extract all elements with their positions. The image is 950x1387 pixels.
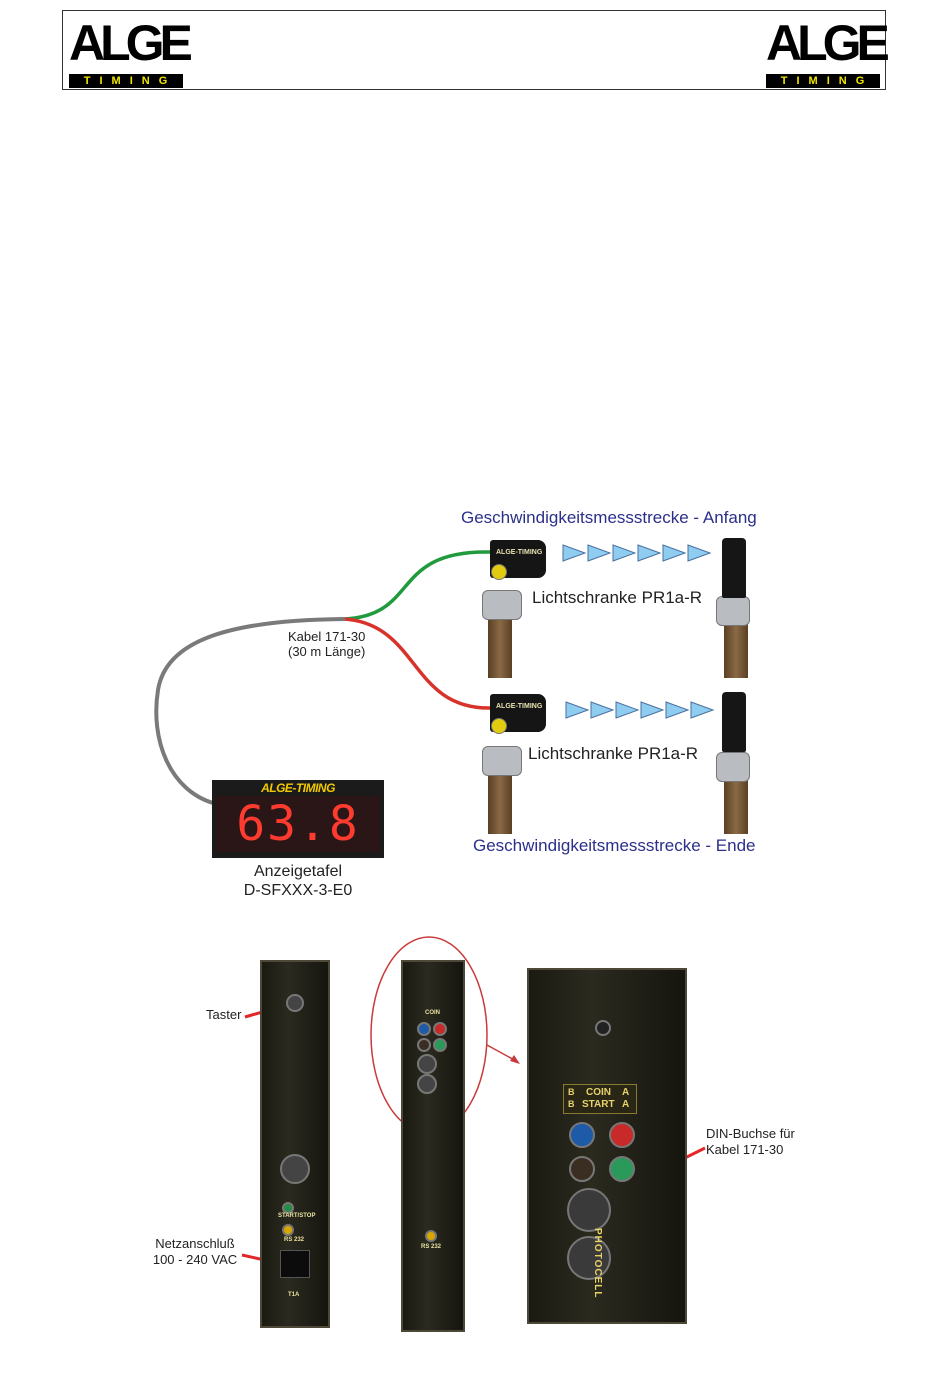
screw <box>595 1020 611 1036</box>
reflector-top <box>712 538 762 678</box>
display-brand: ALGE-TIMING <box>261 781 335 795</box>
channel-a1: A <box>622 1087 630 1098</box>
taster-label: Taster <box>206 1007 242 1022</box>
socket-red <box>433 1022 447 1036</box>
cable-red <box>344 617 493 710</box>
sensor-knob <box>491 564 507 580</box>
din-label-line2: Kabel 171-30 <box>706 1142 784 1157</box>
coin-small: COIN <box>425 1010 440 1016</box>
cable-label-line2: (30 m Länge) <box>288 644 366 659</box>
socket-blue <box>417 1022 431 1036</box>
socket-brown <box>569 1156 595 1182</box>
display-board: ALGE-TIMING 63.8 <box>212 780 384 858</box>
logo-word: ALGE <box>766 15 890 71</box>
rs232-label-middle: RS 232 <box>421 1244 442 1250</box>
power-inlet <box>280 1250 310 1278</box>
clamp <box>482 746 522 776</box>
clamp <box>482 590 522 620</box>
logo-subtitle: TIMING <box>766 74 880 88</box>
coin-start-plate: B COIN A B START A <box>563 1084 637 1114</box>
display-side-panel: COIN RS 232 <box>401 960 465 1332</box>
coin-label: COIN <box>586 1087 611 1098</box>
start-stop-label: START/STOP <box>278 1213 316 1219</box>
logo-subtitle: TIMING <box>69 74 183 88</box>
power-label-line1: Netzanschluß <box>155 1236 235 1251</box>
measure-end-title: Geschwindigkeitsmessstrecke - Ende <box>473 836 756 855</box>
logo-word: ALGE <box>69 15 193 71</box>
start-stop-socket <box>282 1202 294 1214</box>
din-socket-lower <box>567 1236 611 1280</box>
coin-start-small: COIN <box>425 1010 440 1016</box>
cable-gray <box>154 617 346 805</box>
photocell-sender-bottom: ALGE-TIMING <box>478 692 558 834</box>
alge-logo-right: ALGE TIMING <box>766 15 890 88</box>
socket-red <box>609 1122 635 1148</box>
sensor-knob <box>491 718 507 734</box>
display-name-line1: Anzeigetafel <box>253 863 343 880</box>
reflector <box>722 538 746 598</box>
din-socket-2 <box>417 1074 437 1094</box>
clamp <box>716 596 750 626</box>
photocell-label-top: Lichtschranke PR1a-R <box>532 588 703 607</box>
reflector-bottom <box>712 692 762 834</box>
channel-b2: B <box>568 1099 575 1109</box>
cable-label: Kabel 171-30 (30 m Länge) <box>288 629 365 659</box>
beam-top <box>562 544 712 562</box>
photocell-sender-top: ALGE-TIMING <box>478 538 558 678</box>
clamp <box>716 752 750 782</box>
reflector <box>722 692 746 752</box>
power-label: Netzanschluß 100 - 240 VAC <box>150 1236 240 1268</box>
connector-zoom-panel: B COIN A B START A PHOTOCELL <box>527 968 687 1324</box>
beam-bottom <box>565 701 715 719</box>
display-name-line2: D-SFXXX-3-E0 <box>243 882 353 899</box>
power-label-line2: 100 - 240 VAC <box>152 1252 238 1267</box>
fuse-label: T1A <box>288 1292 300 1298</box>
alge-logo-left: ALGE TIMING <box>69 15 193 88</box>
rs232-socket <box>425 1230 437 1242</box>
socket-green <box>433 1038 447 1052</box>
din-label-line1: DIN-Buchse für <box>706 1126 795 1141</box>
start-label: START <box>582 1099 615 1110</box>
din-label: DIN-Buchse für Kabel 171-30 <box>706 1126 795 1158</box>
socket-green <box>609 1156 635 1182</box>
socket-blue <box>569 1122 595 1148</box>
sensor-brand: ALGE-TIMING <box>496 703 543 710</box>
measure-start-title: Geschwindigkeitsmessstrecke - Anfang <box>461 508 757 527</box>
taster-button <box>286 994 304 1012</box>
cable-green <box>344 550 491 621</box>
rs232-socket <box>282 1224 294 1236</box>
display-name: Anzeigetafel D-SFXXX-3-E0 <box>212 862 384 900</box>
din-socket <box>280 1154 310 1184</box>
din-socket-1 <box>417 1054 437 1074</box>
display-value: 63.8 <box>216 796 380 852</box>
sensor-brand: ALGE-TIMING <box>496 549 543 556</box>
channel-a2: A <box>622 1099 630 1110</box>
page-header: ALGE TIMING ALGE TIMING <box>62 10 890 90</box>
channel-b1: B <box>568 1087 575 1097</box>
photocell-label-bottom: Lichtschranke PR1a-R <box>528 744 699 763</box>
din-socket-upper <box>567 1188 611 1232</box>
socket-brown <box>417 1038 431 1052</box>
cable-label-line1: Kabel 171-30 <box>288 629 366 644</box>
display-back-panel: START/STOP RS 232 T1A <box>260 960 330 1328</box>
rs232-label: RS 232 <box>284 1237 305 1243</box>
photocell-label: PHOTOCELL <box>592 1228 603 1299</box>
